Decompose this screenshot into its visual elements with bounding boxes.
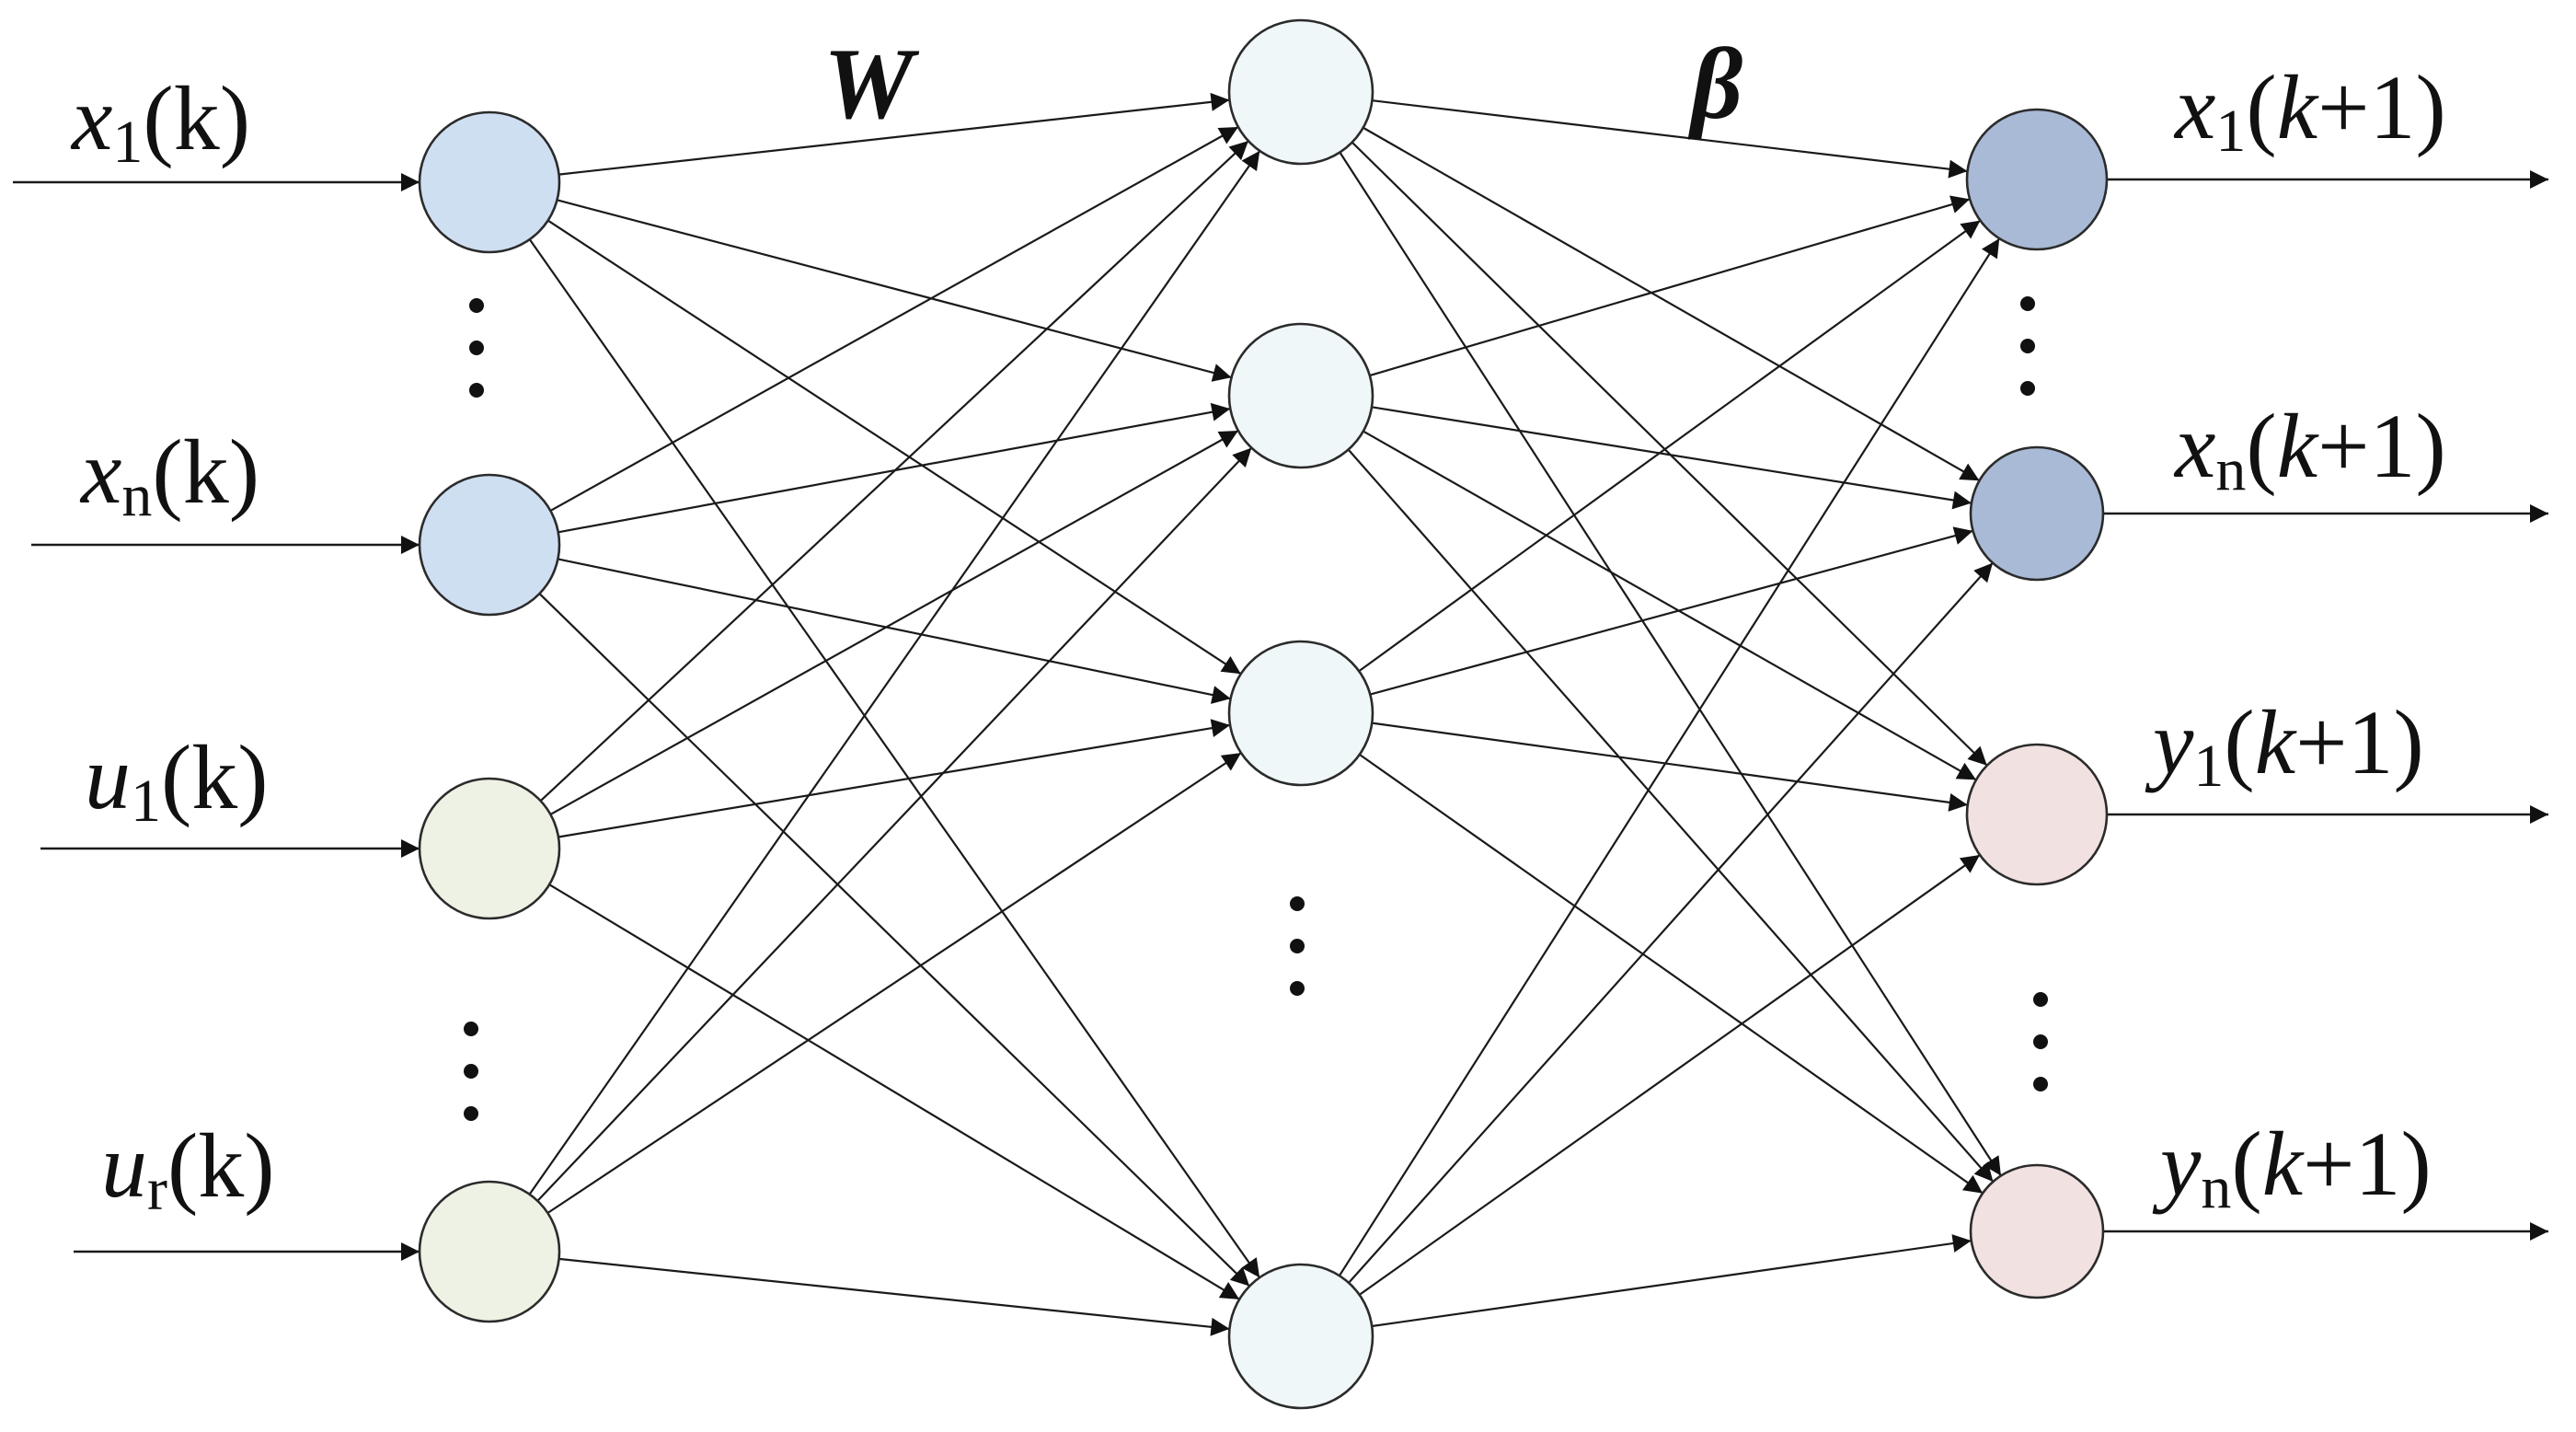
- edge-hidden-output-4-1: [1338, 237, 2001, 1276]
- hidden-node-2: [1227, 322, 1374, 469]
- weight-label-beta: β: [1687, 28, 1742, 140]
- input-node-x1: [418, 110, 561, 254]
- input-node-ur: [418, 1180, 561, 1323]
- hidden-node-m: [1227, 1263, 1374, 1410]
- edge-hidden-output-2-4: [1347, 448, 1995, 1183]
- hidden-layer: [1227, 18, 1374, 1410]
- edge-input-hidden-1-2: [557, 199, 1232, 382]
- output-label-y1: y1(k+1): [2145, 691, 2424, 800]
- edge-hidden-output-4-2: [1348, 561, 1994, 1284]
- edge-input-hidden-4-3: [546, 752, 1242, 1214]
- output-node-y1: [1965, 743, 2109, 886]
- output-node-x1: [1965, 108, 2109, 251]
- edge-input-hidden-4-1: [528, 150, 1261, 1195]
- edge-hidden-output-1-2: [1363, 126, 1981, 482]
- hidden-node-1: [1227, 18, 1374, 166]
- input-label-u1: u1(k): [85, 726, 269, 835]
- hidden-node-3: [1227, 640, 1374, 787]
- output-node-xn: [1969, 445, 2105, 582]
- weight-label-w: W: [823, 28, 920, 140]
- input-node-u1: [418, 777, 561, 920]
- edge-hidden-output-2-1: [1369, 195, 1971, 377]
- output-layer: [1965, 108, 2109, 1299]
- edge-hidden-output-1-4: [1339, 151, 2002, 1177]
- edge-hidden-output-3-4: [1359, 753, 1984, 1195]
- edge-input-hidden-1-3: [546, 219, 1242, 676]
- edge-input-hidden-4-4: [558, 1257, 1230, 1336]
- output-label-xn: xn(k+1): [2173, 395, 2446, 503]
- output-label-x1: x1(k+1): [2173, 56, 2446, 165]
- input-hidden-connections: [528, 92, 1261, 1336]
- edge-input-hidden-3-2: [549, 430, 1239, 815]
- edge-hidden-output-2-3: [1363, 430, 1977, 781]
- edge-hidden-output-3-1: [1358, 219, 1982, 673]
- edge-hidden-output-3-3: [1372, 722, 1968, 812]
- edge-input-hidden-2-4: [538, 593, 1250, 1288]
- edge-hidden-output-2-2: [1371, 406, 1972, 510]
- edge-hidden-output-4-3: [1359, 854, 1981, 1296]
- ellipsis-input-x: [469, 298, 484, 398]
- hidden-output-connections: [1338, 99, 2002, 1328]
- edge-input-hidden-3-4: [548, 883, 1240, 1300]
- ellipsis-input-u: [464, 1022, 478, 1121]
- edge-input-hidden-1-4: [528, 238, 1261, 1278]
- edge-hidden-output-3-2: [1369, 526, 1973, 696]
- edge-input-hidden-1-1: [558, 92, 1230, 176]
- output-node-yn: [1969, 1163, 2105, 1299]
- input-layer: [418, 110, 561, 1323]
- output-label-yn: yn(k+1): [2152, 1113, 2432, 1221]
- input-label-ur: ur(k): [101, 1114, 275, 1223]
- ellipsis-hidden: [1290, 896, 1305, 996]
- io-arrows: [13, 170, 2548, 1261]
- ellipsis-output-y: [2033, 992, 2048, 1091]
- edge-input-hidden-3-3: [558, 719, 1231, 838]
- edge-input-hidden-2-3: [558, 558, 1231, 704]
- edge-input-hidden-4-2: [536, 446, 1253, 1202]
- edge-input-hidden-2-1: [549, 126, 1239, 512]
- edge-input-hidden-3-1: [539, 140, 1249, 802]
- input-label-x1: x1(k): [70, 67, 250, 176]
- ellipsis-output-x: [2020, 296, 2035, 396]
- edge-hidden-output-1-1: [1372, 99, 1968, 179]
- input-node-xn: [418, 473, 561, 617]
- input-label-xn: xn(k): [79, 421, 259, 529]
- edge-hidden-output-4-4: [1372, 1234, 1972, 1328]
